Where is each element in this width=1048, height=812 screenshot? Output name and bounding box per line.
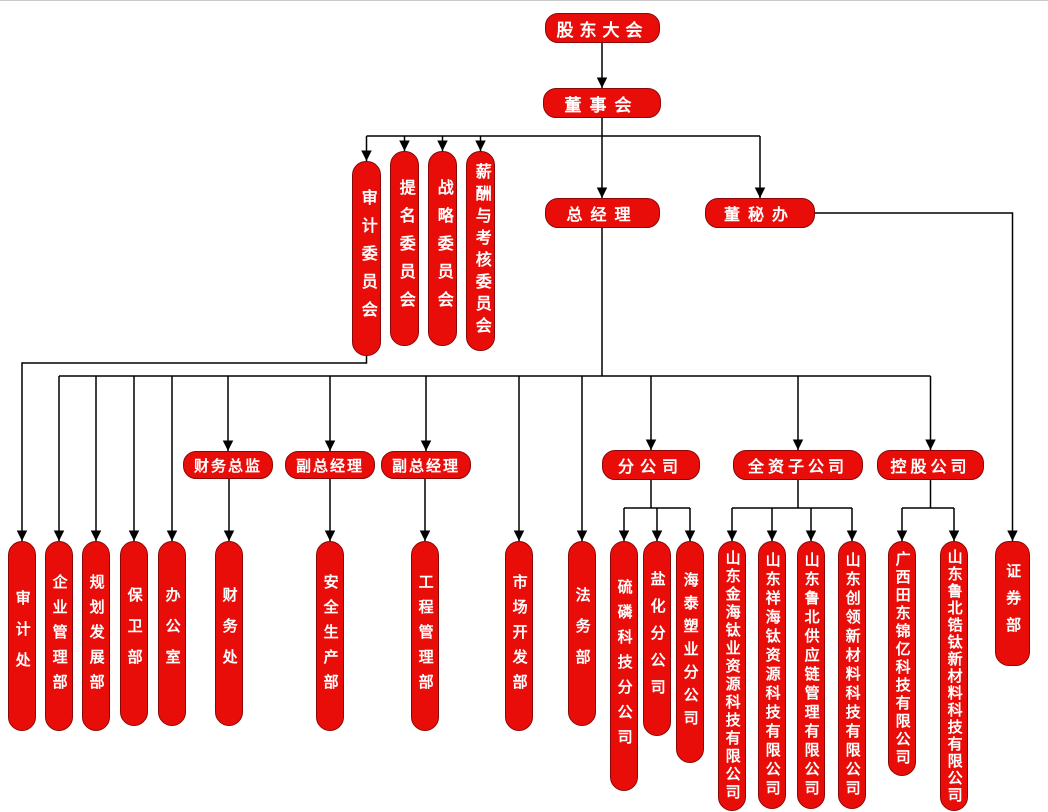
- node-subsidiary-lubei-supply-chain: 山东鲁北供应链管理有限公司: [797, 541, 825, 809]
- node-cfo: 财务总监: [183, 451, 273, 479]
- node-shareholders-meeting: 股东大会: [545, 13, 660, 43]
- node-nomination-committee: 提名委员会: [390, 151, 419, 346]
- node-wholly-owned-subsidiaries-group: 全资子公司: [733, 450, 863, 480]
- node-enterprise-management-dept: 企业管理部: [45, 541, 73, 731]
- node-audit-committee: 审计委员会: [352, 161, 381, 356]
- node-subsidiary-xianghai-titanium: 山东祥海钛资源科技有限公司: [758, 541, 786, 809]
- node-board-secretary-office: 董秘办: [705, 198, 815, 228]
- node-holding-companies-group: 控股公司: [877, 450, 984, 480]
- node-branch-companies-group: 分公司: [602, 450, 700, 480]
- node-audit-office: 审计处: [8, 541, 36, 731]
- node-securities-dept: 证券部: [995, 541, 1030, 666]
- node-legal-dept: 法务部: [568, 541, 596, 726]
- node-board-of-directors: 董事会: [543, 88, 661, 118]
- node-planning-development-dept: 规划发展部: [82, 541, 110, 731]
- node-holding-guangxi-tiandong: 广西田东锦亿科技有限公司: [888, 541, 916, 776]
- node-finance-office: 财务处: [215, 541, 243, 726]
- node-engineering-management-dept: 工程管理部: [411, 541, 439, 731]
- node-market-development-dept: 市场开发部: [505, 541, 533, 731]
- node-general-office: 办公室: [158, 541, 186, 726]
- node-holding-lubei-zirconium: 山东鲁北锆钛新材料科技有限公司: [940, 541, 968, 811]
- node-deputy-general-manager-2: 副总经理: [381, 451, 471, 479]
- node-haitai-plastics-branch: 海泰塑业分公司: [676, 541, 704, 763]
- node-sulfur-phosphorus-tech-branch: 硫磷科技分公司: [610, 541, 638, 791]
- node-subsidiary-jinhai-titanium: 山东金海钛业资源科技有限公司: [718, 541, 746, 811]
- node-general-manager: 总经理: [545, 198, 660, 228]
- node-compensation-assessment-committee: 薪酬与考核委员会: [466, 151, 495, 351]
- node-safety-production-dept: 安全生产部: [316, 541, 344, 731]
- node-security-dept: 保卫部: [120, 541, 148, 726]
- node-deputy-general-manager-1: 副总经理: [285, 451, 375, 479]
- node-strategy-committee: 战略委员会: [428, 151, 457, 346]
- node-salt-chemical-branch: 盐化分公司: [643, 541, 671, 736]
- node-subsidiary-chuangling-materials: 山东创领新材料科技有限公司: [838, 541, 866, 809]
